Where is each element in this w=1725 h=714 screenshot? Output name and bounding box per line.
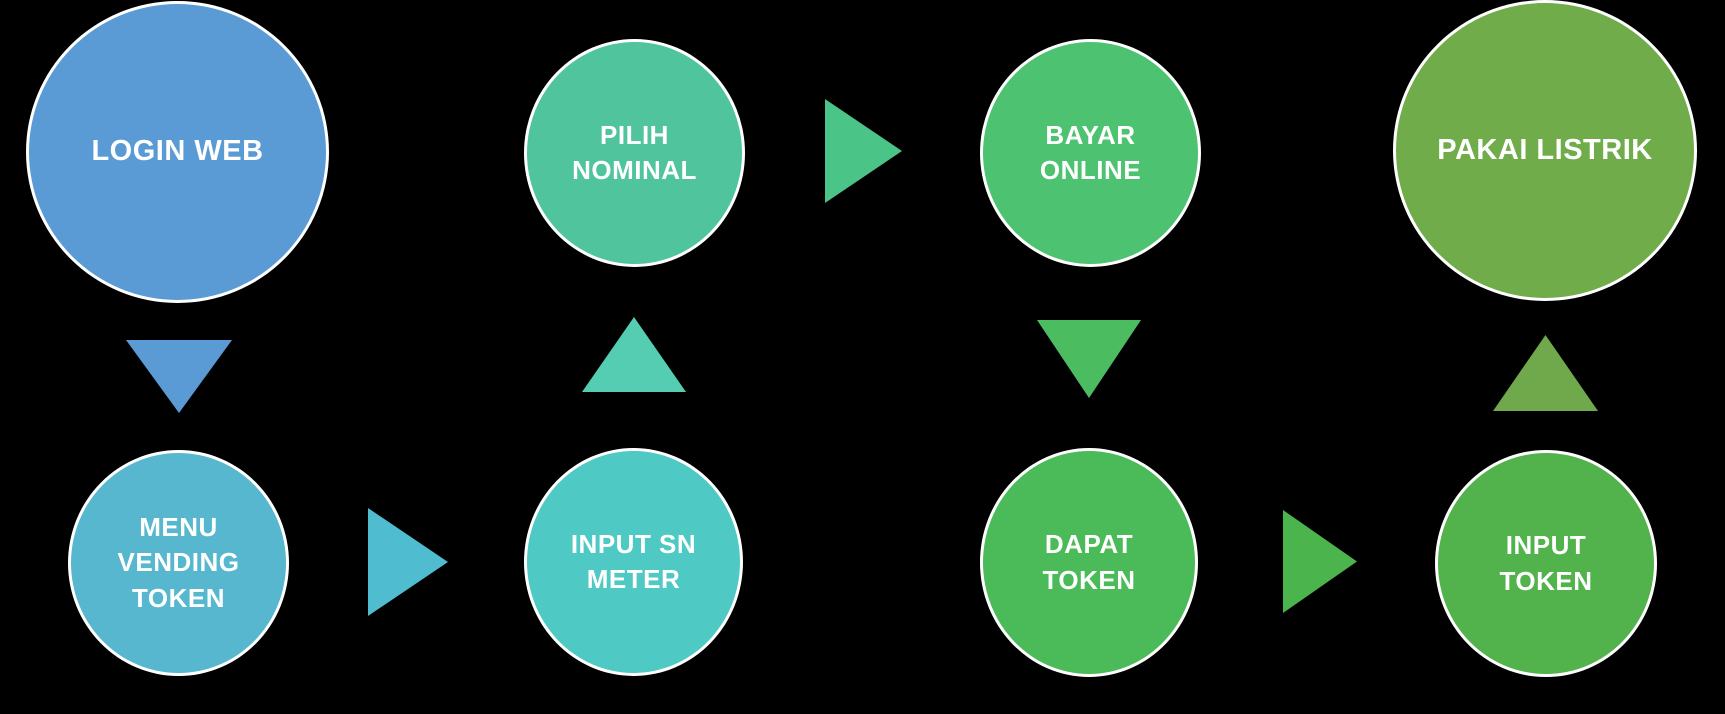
node-label: PILIH NOMINAL	[572, 119, 697, 185]
node-label: DAPAT TOKEN	[1042, 529, 1136, 595]
arrow-down-icon	[126, 340, 232, 413]
arrow-right-icon	[1283, 510, 1357, 613]
node-input-sn-meter: INPUT SN METER	[524, 448, 743, 676]
node-menu-vending-token: MENU VENDING TOKEN	[68, 450, 289, 676]
arrow-right-icon	[368, 508, 448, 616]
node-dapat-token: DAPAT TOKEN	[980, 448, 1198, 677]
node-input-token: INPUT TOKEN	[1435, 450, 1657, 677]
node-label: INPUT TOKEN	[1499, 530, 1593, 596]
node-label: INPUT SN METER	[570, 528, 697, 594]
node-login-web: LOGIN WEB	[26, 1, 329, 303]
arrow-down-icon	[1037, 320, 1141, 398]
node-pilih-nominal: PILIH NOMINAL	[524, 39, 745, 267]
node-label: BAYAR ONLINE	[1039, 119, 1142, 185]
arrow-up-icon	[582, 317, 686, 392]
arrow-right-icon	[825, 99, 902, 203]
node-bayar-online: BAYAR ONLINE	[980, 39, 1201, 267]
node-label: PAKAI LISTRIK	[1437, 133, 1653, 166]
node-pakai-listrik: PAKAI LISTRIK	[1393, 0, 1697, 301]
node-label: MENU VENDING TOKEN	[117, 512, 240, 613]
node-label: LOGIN WEB	[91, 135, 264, 168]
arrow-up-icon	[1493, 335, 1598, 411]
